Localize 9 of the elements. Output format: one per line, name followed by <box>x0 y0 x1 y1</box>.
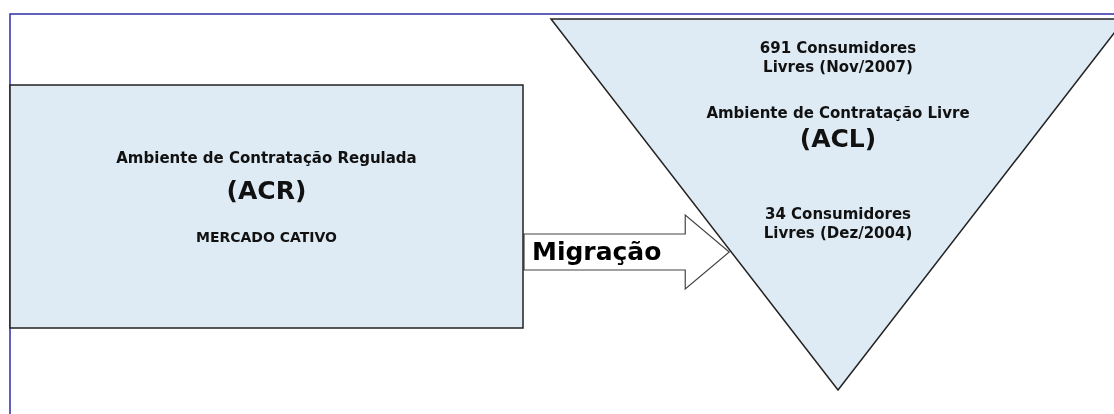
edge-label: Migração <box>532 239 662 264</box>
block-arrow <box>523 213 731 291</box>
node-text: 691 Consumidores Livres (Nov/2007) <box>758 39 918 77</box>
node-text: 34 Consumidores Livres (Dez/2004) <box>762 205 914 243</box>
node-text: Ambiente de Contratação Livre <box>705 104 971 123</box>
node-text: Ambiente de Contratação Regulada <box>115 149 418 168</box>
acronym-heading: (ACR) <box>225 175 308 207</box>
acronym-heading: (ACL) <box>798 123 878 155</box>
node-text: MERCADO CATIVO <box>194 229 339 247</box>
